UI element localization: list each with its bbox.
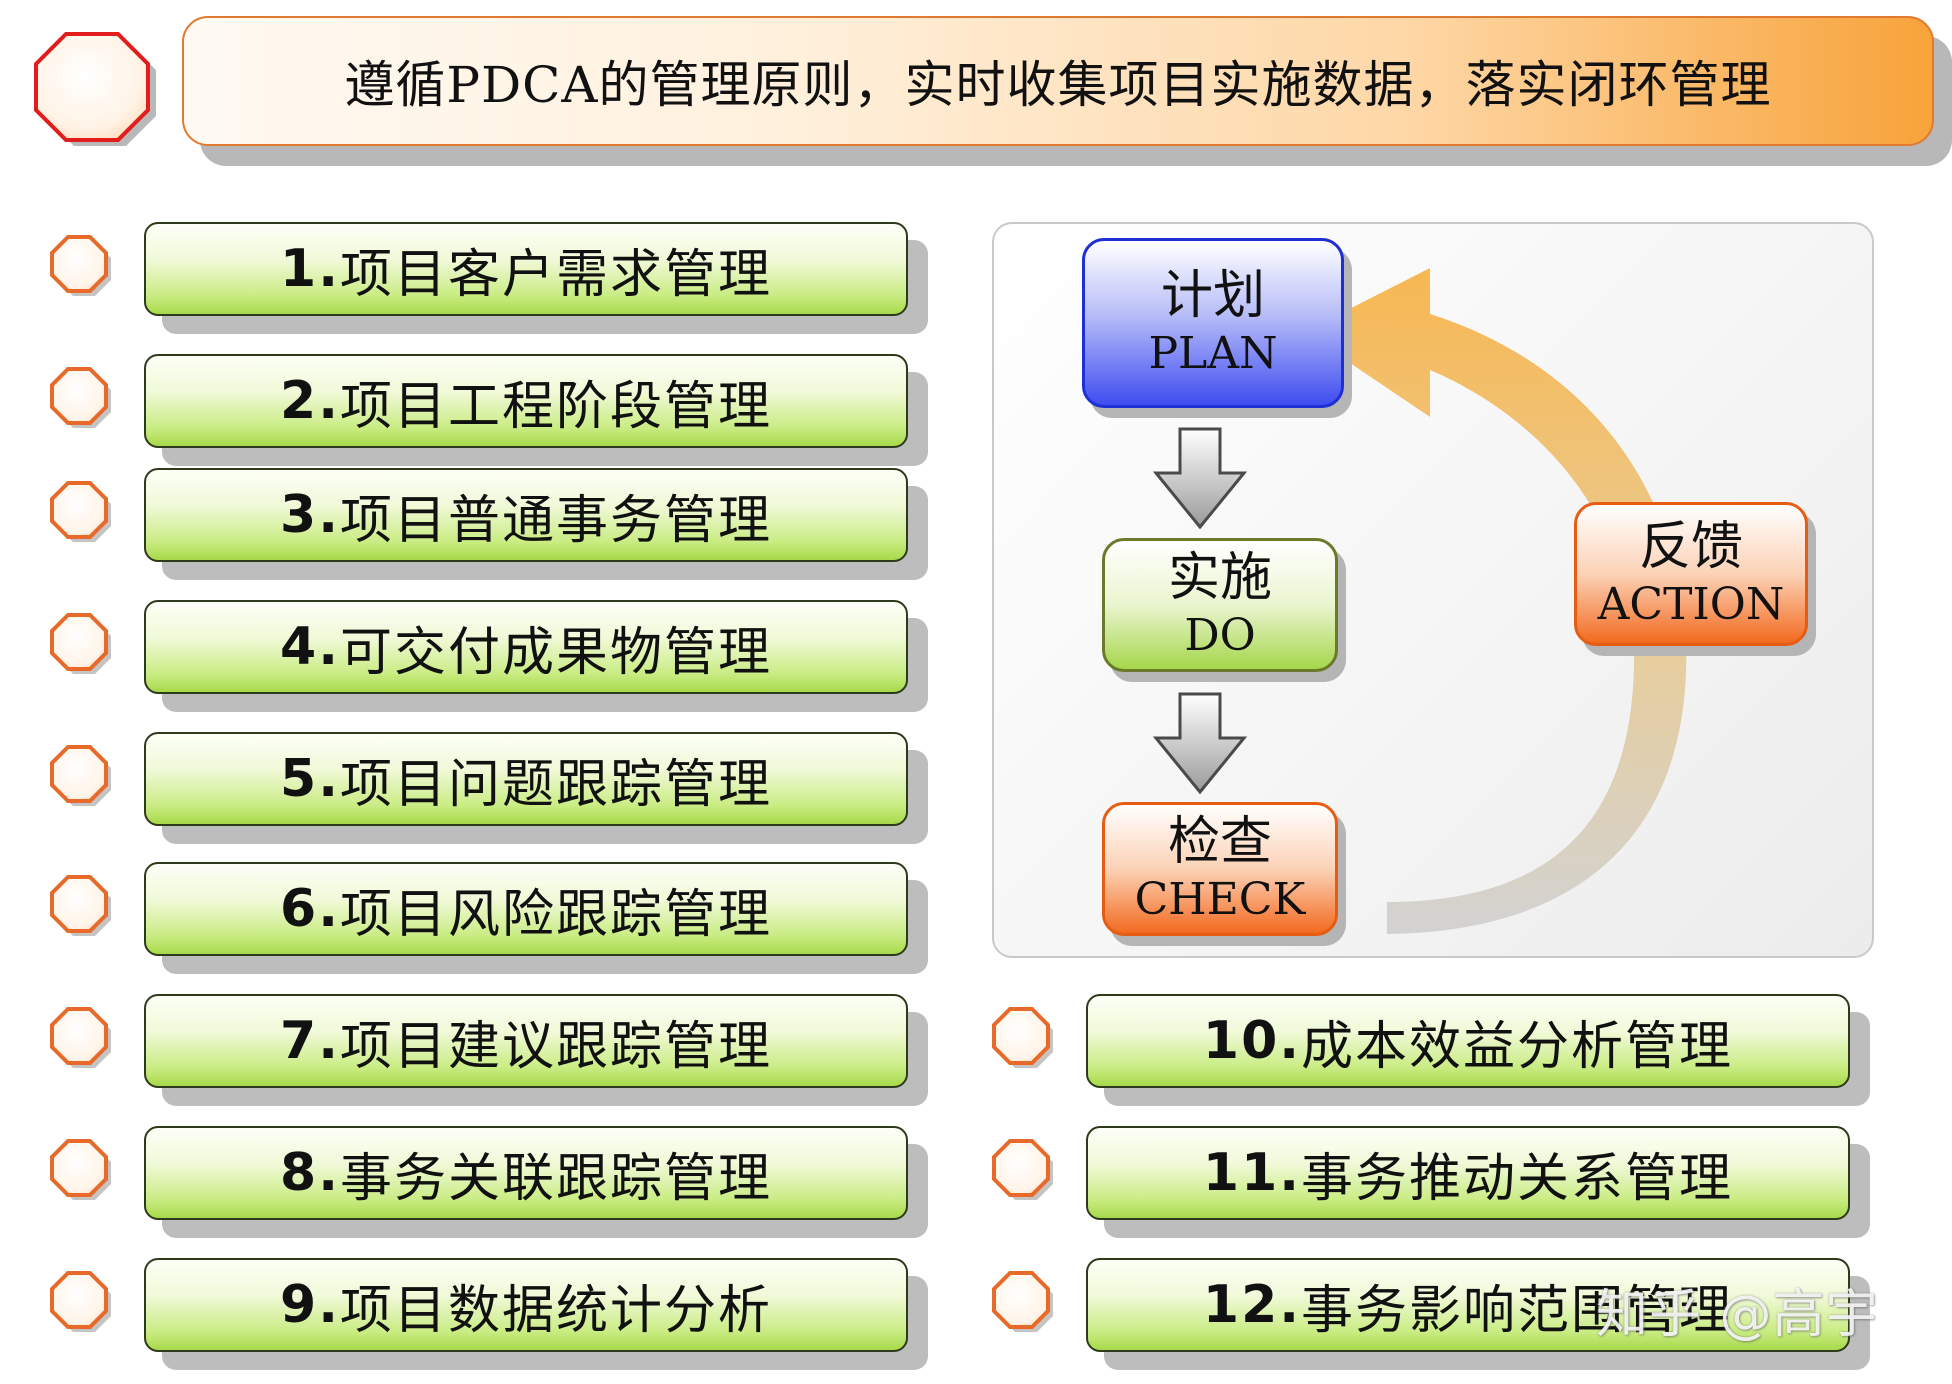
item-label: 事务推动关系管理 (1301, 1148, 1734, 1209)
octagon-bullet-icon (46, 872, 116, 942)
list-item: 11.事务推动关系管理 (1086, 1126, 1850, 1220)
item-label: 事务影响范围管理 (1301, 1280, 1734, 1341)
item-label: 事务关联跟踪管理 (339, 1148, 772, 1209)
octagon-bullet-icon (988, 1004, 1058, 1074)
list-item: 5.项目问题跟踪管理 (144, 732, 908, 826)
octagon-bullet-icon (46, 1136, 116, 1206)
item-number: 9. (280, 1275, 340, 1335)
octagon-bullet-icon (46, 1004, 116, 1074)
octagon-bullet-icon (988, 1136, 1058, 1206)
octagon-bullet-icon (46, 1268, 116, 1338)
item-number: 7. (280, 1011, 340, 1071)
octagon-bullet-icon (46, 610, 116, 680)
item-label: 项目工程阶段管理 (339, 376, 772, 437)
item-label: 项目普通事务管理 (339, 490, 772, 551)
plan-box: 计划 PLAN (1082, 238, 1344, 408)
plan-label-en: PLAN (1148, 327, 1278, 379)
item-number: 4. (280, 617, 340, 677)
item-number: 11. (1202, 1143, 1302, 1203)
item-number: 12. (1202, 1275, 1302, 1335)
item-label: 成本效益分析管理 (1301, 1016, 1734, 1077)
octagon-bullet-icon (46, 742, 116, 812)
action-label-cn: 反馈 (1638, 517, 1743, 578)
item-label: 项目建议跟踪管理 (339, 1016, 772, 1077)
down-arrow-icon (1152, 692, 1248, 795)
item-label: 可交付成果物管理 (339, 622, 772, 683)
octagon-bullet-icon (46, 364, 116, 434)
octagon-bullet-icon (988, 1268, 1058, 1338)
page-title: 遵循PDCA的管理原则，实时收集项目实施数据，落实闭环管理 (182, 16, 1934, 146)
list-item: 7.项目建议跟踪管理 (144, 994, 908, 1088)
list-item: 8.事务关联跟踪管理 (144, 1126, 908, 1220)
item-label: 项目问题跟踪管理 (339, 754, 772, 815)
octagon-bullet-icon (46, 478, 116, 548)
item-label: 项目数据统计分析 (339, 1280, 772, 1341)
plan-label-cn: 计划 (1160, 266, 1265, 327)
do-box: 实施 DO (1102, 538, 1338, 672)
header-octagon-icon (22, 26, 162, 146)
action-box: 反馈 ACTION (1574, 502, 1808, 646)
check-label-en: CHECK (1134, 873, 1306, 925)
list-item: 10.成本效益分析管理 (1086, 994, 1850, 1088)
item-label: 项目风险跟踪管理 (339, 884, 772, 945)
list-item: 1.项目客户需求管理 (144, 222, 908, 316)
action-label-en: ACTION (1597, 578, 1785, 630)
do-label-cn: 实施 (1167, 548, 1272, 609)
list-item: 2.项目工程阶段管理 (144, 354, 908, 448)
down-arrow-icon (1152, 427, 1248, 530)
item-number: 5. (280, 749, 340, 809)
do-label-en: DO (1184, 609, 1256, 661)
item-number: 3. (280, 485, 340, 545)
check-box: 检查 CHECK (1102, 802, 1338, 936)
item-number: 2. (280, 371, 340, 431)
list-item: 3.项目普通事务管理 (144, 468, 908, 562)
list-item: 6.项目风险跟踪管理 (144, 862, 908, 956)
list-item: 4.可交付成果物管理 (144, 600, 908, 694)
watermark: 知乎 @高宇 (1596, 1285, 1879, 1345)
item-number: 10. (1202, 1011, 1302, 1071)
item-number: 6. (280, 879, 340, 939)
item-number: 8. (280, 1143, 340, 1203)
item-number: 1. (280, 239, 340, 299)
check-label-cn: 检查 (1167, 812, 1272, 873)
octagon-bullet-icon (46, 232, 116, 302)
item-label: 项目客户需求管理 (339, 244, 772, 305)
list-item: 12.事务影响范围管理 (1086, 1258, 1850, 1352)
list-item: 9.项目数据统计分析 (144, 1258, 908, 1352)
feedback-arrow-icon (1304, 268, 1687, 934)
